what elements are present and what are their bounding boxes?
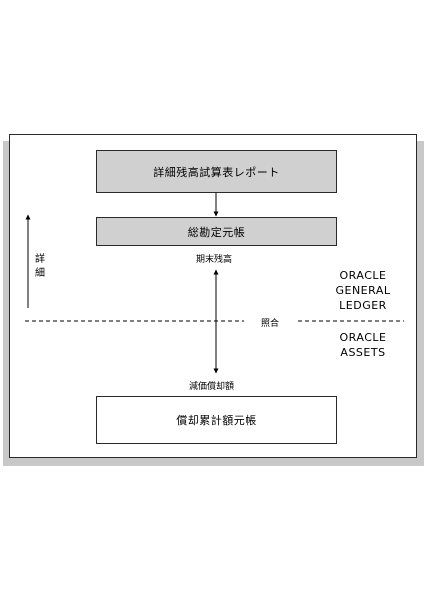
oracle-assets-label: ORACLE ASSETS xyxy=(323,330,403,360)
trial-balance-report-label: 詳細残高試算表レポート xyxy=(153,165,280,179)
fixed-asset-ledger-box: 償却累計額元帳 xyxy=(96,396,337,444)
general-ledger-label: 総勘定元帳 xyxy=(187,225,246,239)
trial-balance-report-box: 詳細残高試算表レポート xyxy=(96,150,337,193)
reconciliation-label: 照合 xyxy=(244,313,296,331)
fixed-asset-ledger-label: 償却累計額元帳 xyxy=(176,414,257,427)
fa-line-2: ASSETS xyxy=(340,346,386,359)
period-end-balance-label: 期末残高 xyxy=(196,255,233,265)
gl-line-1: ORACLE xyxy=(339,269,387,282)
depreciation-label: 減価償却額 xyxy=(189,382,235,392)
oracle-general-ledger-label: ORACLE GENERAL LEDGER xyxy=(323,268,403,313)
detail-vertical-label: 詳細 xyxy=(35,254,45,279)
reconciliation-text: 照合 xyxy=(260,318,279,329)
general-ledger-box: 総勘定元帳 xyxy=(96,217,337,246)
fa-line-1: ORACLE xyxy=(339,331,387,344)
gl-line-2: GENERAL xyxy=(335,284,391,297)
gl-line-3: LEDGER xyxy=(339,299,387,312)
